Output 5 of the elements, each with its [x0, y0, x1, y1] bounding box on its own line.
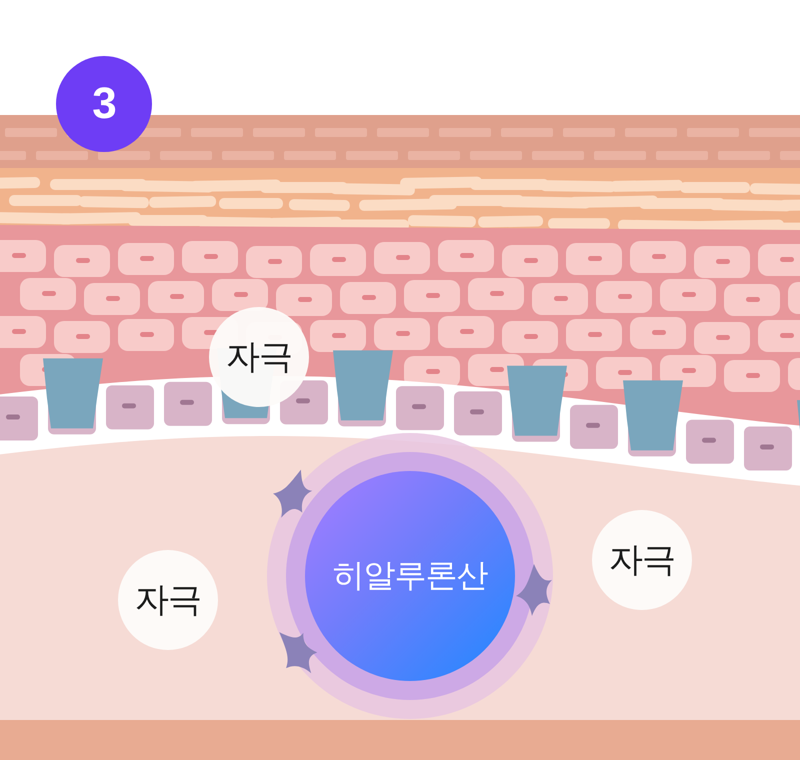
step-number: 3 — [92, 79, 116, 129]
stimulus-label: 자극 — [226, 337, 292, 378]
hyaluronic-acid-label: 히알루론산 — [332, 556, 488, 595]
stimulus-label: 자극 — [609, 540, 675, 581]
stimulus-label: 자극 — [135, 580, 201, 621]
